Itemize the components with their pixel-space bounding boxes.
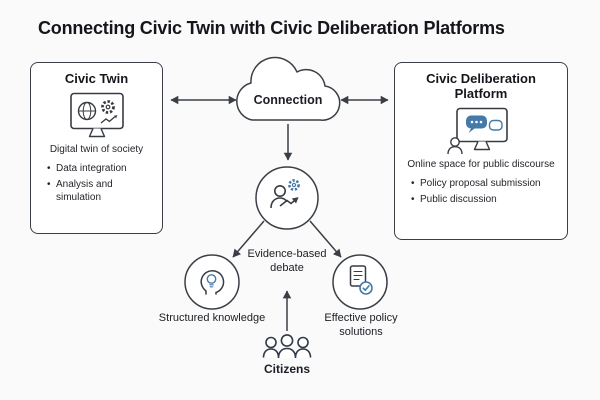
- civic-deliberation-bullets: Policy proposal submission Public discus…: [411, 177, 567, 206]
- monitor-chat-person-icon: [447, 107, 508, 154]
- civic-twin-bullets: Data integration Analysis and simulation: [47, 162, 162, 204]
- monitor-globe-gear-icon: [69, 92, 124, 138]
- civic-deliberation-node: Civic Deliberation Platform Online space…: [394, 62, 568, 240]
- arrow-evidence-policy: [309, 220, 342, 258]
- civic-twin-subtitle: Digital twin of society: [49, 143, 144, 155]
- connector-arrows: [170, 95, 389, 331]
- bullet-item: Data integration: [47, 162, 158, 175]
- citizens-label: Citizens: [263, 362, 310, 376]
- arrow-evidence-knowledge: [232, 220, 265, 258]
- structured-knowledge-label: Structured knowledge: [158, 312, 266, 324]
- three-people-icon: [262, 334, 312, 359]
- effective-policy-label: Effective policy solutions: [324, 312, 398, 338]
- diagram-title: Connecting Civic Twin with Civic Deliber…: [38, 18, 505, 38]
- effective-policy-node: [332, 254, 388, 310]
- evidence-debate-label: Evidence-based debate: [247, 248, 327, 274]
- evidence-debate-node: [255, 166, 319, 230]
- civic-twin-node: Civic Twin Digital twin of society Data …: [30, 62, 163, 234]
- bullet-item: Analysis and simulation: [47, 178, 158, 204]
- bullet-item: Public discussion: [411, 193, 563, 206]
- bullet-item: Policy proposal submission: [411, 177, 563, 190]
- cloud-icon: [236, 56, 341, 121]
- head-lightbulb-icon: [200, 270, 225, 295]
- structured-knowledge-node: [184, 254, 240, 310]
- civic-deliberation-title: Civic Deliberation Platform: [426, 71, 536, 101]
- connection-label: Connection: [253, 93, 323, 107]
- document-check-icon: [349, 265, 373, 295]
- civic-deliberation-subtitle: Online space for public discourse: [407, 158, 555, 170]
- person-gear-trend-icon: [270, 179, 300, 209]
- civic-twin-title: Civic Twin: [64, 71, 129, 86]
